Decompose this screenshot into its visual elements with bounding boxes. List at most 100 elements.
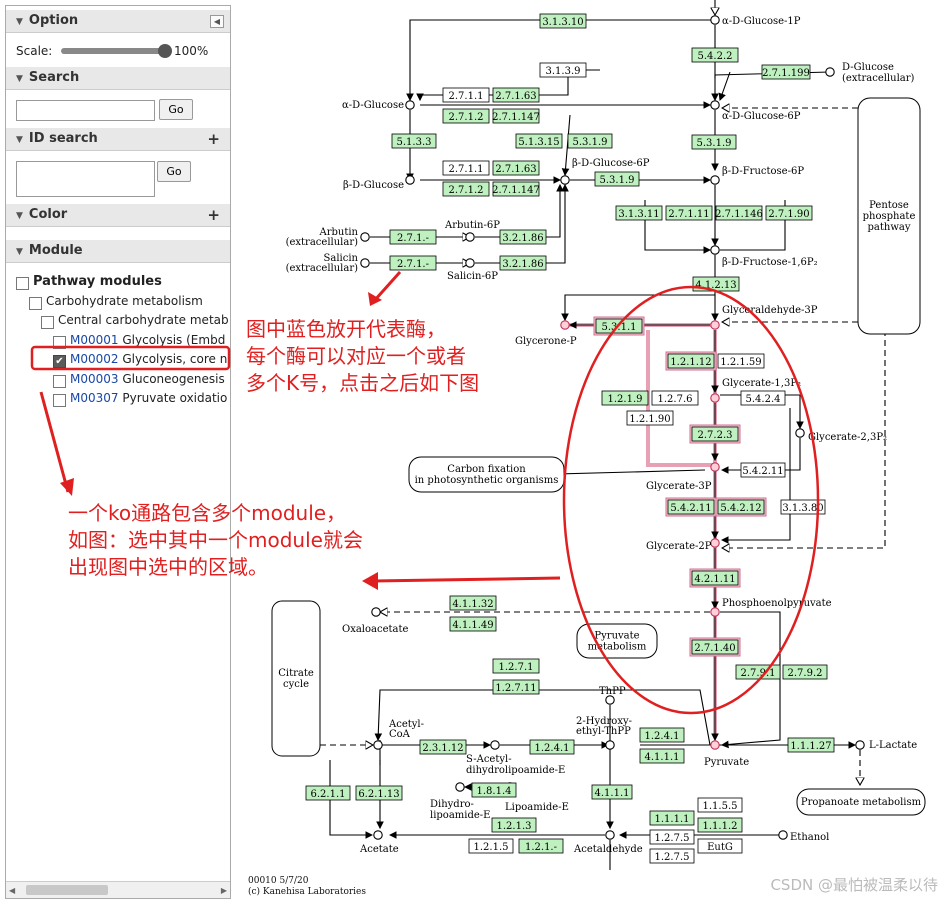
enzyme-label[interactable]: 4.2.1.11: [694, 574, 735, 585]
enzyme-box[interactable]: 1.2.1.59: [717, 353, 765, 369]
compound-node[interactable]: [560, 320, 570, 330]
enzyme-label[interactable]: 2.7.1.-: [397, 259, 429, 270]
enzyme-label[interactable]: 4.1.1.49: [452, 620, 493, 631]
enzyme-box[interactable]: 6.2.1.1: [305, 785, 351, 801]
compound-node[interactable]: [405, 175, 415, 185]
module-checkbox-m00307[interactable]: [53, 394, 66, 407]
enzyme-label[interactable]: 1.2.4.1: [535, 743, 570, 754]
enzyme-rect[interactable]: [649, 829, 695, 845]
compound-node[interactable]: [605, 695, 615, 705]
enzyme-box[interactable]: 2.7.1.-: [389, 229, 437, 245]
enzyme-box[interactable]: 4.1.1.49: [449, 616, 497, 632]
enzyme-rect[interactable]: [419, 739, 467, 755]
enzyme-box[interactable]: 1.1.1.1: [649, 810, 695, 826]
enzyme-rect[interactable]: [492, 160, 540, 176]
enzyme-rect[interactable]: [468, 838, 514, 854]
scroll-left-arrow-icon[interactable]: ◀: [9, 886, 16, 895]
enzyme-box[interactable]: 1.1.1.27: [787, 737, 835, 753]
module-checkbox-m00003[interactable]: [53, 375, 66, 388]
enzyme-rect[interactable]: [697, 838, 743, 854]
enzyme-rect[interactable]: [492, 679, 540, 695]
enzyme-box[interactable]: 2.7.1.2: [442, 108, 490, 124]
enzyme-label[interactable]: 5.4.2.11: [670, 503, 711, 514]
module-item[interactable]: M00002 Glycolysis, core n: [70, 352, 227, 366]
enzyme-box[interactable]: 1.2.7.5: [649, 829, 695, 845]
enzyme-label[interactable]: 1.2.7.6: [658, 394, 693, 405]
enzyme-rect[interactable]: [717, 353, 765, 369]
compound-node[interactable]: [360, 258, 370, 268]
module-item[interactable]: M00003 Gluconeogenesis: [70, 372, 225, 386]
compound-node[interactable]: [465, 232, 475, 242]
scale-slider[interactable]: [61, 48, 165, 54]
enzyme-box[interactable]: 2.7.1.147: [492, 181, 540, 197]
compound-node[interactable]: [710, 607, 720, 617]
enzyme-label[interactable]: 5.3.1.9: [697, 138, 732, 149]
search-go-button[interactable]: Go: [159, 99, 193, 120]
enzyme-rect[interactable]: [639, 748, 685, 764]
enzyme-rect[interactable]: [529, 739, 575, 755]
enzyme-box[interactable]: 2.7.1.2: [442, 181, 490, 197]
enzyme-rect[interactable]: [665, 205, 713, 221]
enzyme-rect[interactable]: [717, 499, 765, 515]
id-search-section-header[interactable]: ▼ID search +: [6, 128, 230, 151]
enzyme-label[interactable]: 1.1.1.1: [655, 814, 690, 825]
scroll-right-arrow-icon[interactable]: ▶: [220, 886, 227, 895]
compound-node[interactable]: [455, 782, 465, 792]
enzyme-rect[interactable]: [639, 727, 685, 743]
enzyme-rect[interactable]: [492, 181, 540, 197]
enzyme-box[interactable]: 2.7.2.3: [689, 424, 741, 444]
enzyme-rect[interactable]: [492, 87, 540, 103]
enzyme-label[interactable]: 2.7.1.199: [762, 68, 810, 79]
enzyme-label[interactable]: 2.3.1.12: [422, 743, 463, 754]
enzyme-rect[interactable]: [651, 390, 699, 406]
module-code[interactable]: M00002: [70, 352, 119, 366]
enzyme-rect[interactable]: [515, 133, 563, 149]
compound-node[interactable]: [710, 740, 720, 750]
enzyme-label[interactable]: 1.1.5.5: [703, 801, 738, 812]
compound-node[interactable]: [405, 100, 415, 110]
enzyme-label[interactable]: 2.7.1.147: [492, 185, 540, 196]
enzyme-label[interactable]: 3.1.3.9: [546, 66, 581, 77]
compound-node[interactable]: [710, 538, 720, 548]
enzyme-box[interactable]: 3.1.3.9: [539, 62, 587, 78]
enzyme-label[interactable]: 1.2.7.5: [655, 833, 690, 844]
enzyme-label[interactable]: 4.1.1.1: [645, 752, 680, 763]
enzyme-label[interactable]: 2.7.1.-: [397, 233, 429, 244]
enzyme-rect[interactable]: [442, 160, 490, 176]
enzyme-label[interactable]: 5.4.2.11: [742, 466, 783, 477]
enzyme-label[interactable]: 2.7.1.1: [449, 91, 484, 102]
enzyme-box[interactable]: 5.4.2.11: [740, 462, 786, 478]
search-input[interactable]: [16, 100, 155, 121]
compound-node[interactable]: [710, 15, 720, 25]
carbohydrate-checkbox[interactable]: [29, 297, 42, 310]
enzyme-label[interactable]: 2.7.1.11: [668, 209, 709, 220]
enzyme-rect[interactable]: [442, 108, 490, 124]
enzyme-rect[interactable]: [691, 570, 739, 586]
enzyme-box[interactable]: 5.1.3.15: [515, 133, 563, 149]
enzyme-label[interactable]: 5.3.1.9: [600, 175, 635, 186]
enzyme-rect[interactable]: [539, 62, 587, 78]
compound-node[interactable]: [795, 428, 805, 438]
module-item[interactable]: M00001 Glycolysis (Embd: [70, 333, 225, 347]
enzyme-label[interactable]: 2.7.1.147: [492, 112, 540, 123]
enzyme-label[interactable]: 1.2.1.-: [525, 842, 557, 853]
enzyme-label[interactable]: 2.7.1.146: [715, 209, 763, 220]
enzyme-rect[interactable]: [391, 133, 437, 149]
enzyme-box[interactable]: 1.1.1.2: [697, 817, 743, 833]
enzyme-label[interactable]: 1.2.7.11: [495, 683, 536, 694]
enzyme-rect[interactable]: [518, 838, 564, 854]
enzyme-box[interactable]: 2.7.1.63: [492, 160, 540, 176]
enzyme-rect[interactable]: [449, 595, 497, 611]
enzyme-box[interactable]: 3.1.3.11: [615, 205, 663, 221]
enzyme-label[interactable]: 2.7.1.40: [694, 643, 735, 654]
enzyme-rect[interactable]: [539, 13, 587, 29]
enzyme-box[interactable]: 1.2.1.-: [518, 838, 564, 854]
enzyme-label[interactable]: 2.7.2.3: [698, 430, 733, 441]
enzyme-rect[interactable]: [491, 817, 537, 833]
compound-node[interactable]: [710, 175, 720, 185]
enzyme-box[interactable]: 5.4.2.11: [665, 497, 717, 517]
enzyme-box[interactable]: 5.3.1.9: [594, 171, 640, 187]
enzyme-rect[interactable]: [355, 785, 403, 801]
